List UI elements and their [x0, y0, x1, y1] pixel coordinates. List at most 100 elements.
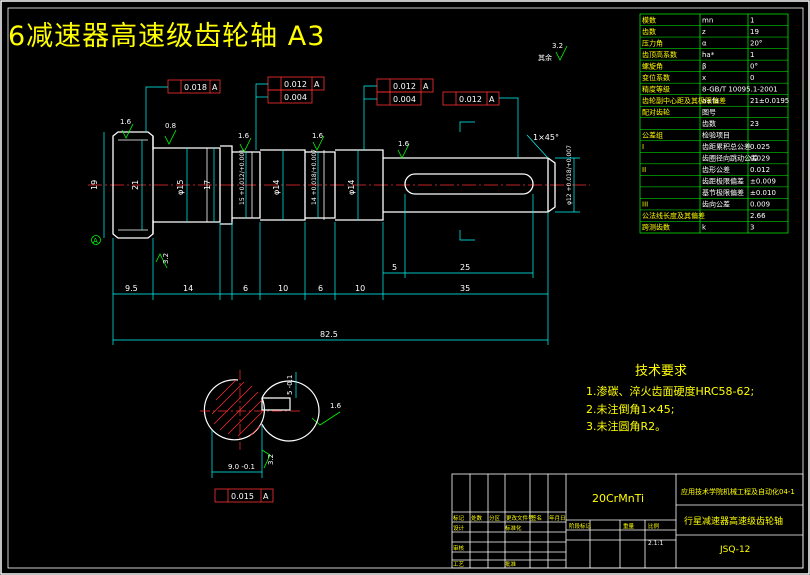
roughness-corner: 3.2	[552, 42, 563, 50]
gear-root-lines	[118, 139, 325, 231]
dim-phi14-b: φ14	[347, 180, 356, 195]
datum-a-label: A	[93, 237, 98, 245]
param-cell: 0.009	[750, 201, 770, 209]
dim-14-tol: 14 +0.018/+0.007	[311, 149, 318, 205]
tol-7-datum: A	[263, 492, 269, 501]
param-cell: 配对齿轮	[642, 107, 670, 116]
param-cell: α	[702, 39, 707, 47]
param-cell: 0.029	[750, 155, 770, 163]
param-cell: 0.012	[750, 166, 770, 174]
tol-3-value: 0.004	[284, 93, 307, 102]
dim-15-tol: 15 +0.012/+0.001	[239, 149, 246, 205]
tb-header-5: 年月日	[549, 514, 566, 522]
param-cell: 齿距极限偏差	[702, 177, 744, 186]
param-cell: 1	[750, 51, 754, 59]
param-cell: 齿数	[642, 27, 656, 36]
dim-h-10b: 10	[355, 284, 365, 293]
param-cell: 模数	[642, 15, 656, 24]
dim-h-6a: 6	[243, 284, 248, 293]
tb-row-0: 设计	[453, 524, 465, 532]
roughness-4: 1.6	[312, 132, 324, 140]
param-cell: β	[702, 62, 706, 70]
dim-h-6b: 6	[318, 284, 323, 293]
tol-7-value: 0.015	[231, 492, 254, 501]
tb-stage-0: 阶段标记	[569, 522, 592, 530]
param-cell: 齿圈径向跳动公差	[702, 154, 758, 163]
tol-1-datum: A	[212, 83, 218, 92]
title-block	[451, 473, 804, 569]
section-circle	[261, 380, 320, 442]
param-cell: mn	[702, 16, 713, 24]
tb-drawing-no: JSQ-12	[719, 545, 750, 555]
param-table	[639, 13, 789, 234]
tb-stage-2: 比例	[648, 522, 660, 530]
param-cell: 3	[750, 224, 754, 232]
tb-row-4: 批准	[505, 560, 517, 568]
dim-19: 19	[90, 180, 99, 190]
tol-2-value: 0.012	[284, 80, 307, 89]
param-cell: 基节极限偏差	[702, 188, 744, 197]
tol-4-datum: A	[423, 82, 429, 91]
tb-school: 应用技术学院机械工程及自动化04-1	[681, 487, 795, 496]
param-cell: 1	[750, 16, 754, 24]
param-cell: 公法线长度及其偏差	[642, 211, 705, 220]
roughness-8: 1.6	[330, 402, 342, 410]
keyway	[404, 173, 534, 195]
param-cell: 齿形公差	[702, 165, 730, 174]
tb-header-0: 标记	[453, 514, 465, 522]
dim-overall: 82.5	[320, 330, 338, 339]
dim-h-9-5: 9.5	[125, 284, 138, 293]
tb-stage-1: 重量	[623, 522, 635, 530]
param-cell: ha*	[702, 51, 715, 59]
param-cell: 2.66	[750, 212, 766, 220]
param-cell: 压力角	[642, 38, 663, 47]
roughness-6: 3.2	[162, 253, 170, 264]
dim-phi15: φ15	[176, 180, 185, 195]
dim-17: 17	[203, 180, 212, 190]
param-cell: III	[642, 201, 648, 209]
tb-row-2: 审核	[453, 544, 465, 552]
section-view: 5 -0.1 9.0 -0.1	[200, 370, 320, 478]
section-dim-5: 5 -0.1	[286, 375, 294, 395]
tol-2-datum: A	[314, 80, 320, 89]
param-cell: I	[642, 143, 644, 151]
param-cell: 齿轮副中心距及其极限偏差	[642, 96, 726, 105]
param-cell: 23	[750, 120, 759, 128]
tech-req-item-2: 2.未注倒角1×45;	[586, 402, 674, 416]
tb-header-3: 更改文件号	[506, 514, 534, 522]
param-cell: 0.025	[750, 143, 770, 151]
param-cell: 变位系数	[642, 73, 670, 82]
dim-key-5: 5	[392, 263, 397, 272]
dim-h-10a: 10	[278, 284, 288, 293]
tech-req-heading: 技术要求	[635, 364, 687, 379]
tb-material: 20CrMnTi	[592, 492, 644, 505]
tb-row-3: 工艺	[453, 561, 465, 568]
dim-h-35: 35	[460, 284, 470, 293]
param-cell: 螺旋角	[642, 61, 663, 70]
tb-header-1: 处数	[471, 514, 483, 522]
param-cell: 20°	[750, 39, 762, 47]
param-cell: k	[702, 224, 707, 232]
param-cell: 齿距累积总公差	[702, 142, 751, 151]
drawing-title: 6减速器高速级齿轮轴 A3	[8, 21, 326, 52]
roughness-1: 1.6	[120, 118, 132, 126]
tb-header-2: 分区	[489, 514, 501, 522]
tech-req-item-1: 1.渗碳、淬火齿面硬度HRC58-62;	[586, 384, 754, 398]
tolerance-frames	[167, 76, 500, 503]
tol-6-value: 0.012	[459, 95, 482, 104]
tol-4-value: 0.012	[393, 82, 416, 91]
datum-a-marker	[91, 235, 101, 245]
param-cell: 8-GB/T 10095.1-2001	[702, 85, 778, 93]
param-cell: 齿顶高系数	[642, 50, 677, 59]
tol-6-datum: A	[489, 95, 495, 104]
tb-header-4: 签名	[531, 514, 542, 522]
dim-key-25: 25	[460, 263, 470, 272]
param-cell: 齿数	[702, 119, 716, 128]
inner-border	[7, 7, 804, 569]
roughness-corner-suffix: 其余	[538, 53, 552, 62]
param-cell: 齿向公差	[702, 200, 730, 209]
tol-1-value: 0.018	[184, 83, 207, 92]
tech-req-item-3: 3.未注圆角R2。	[586, 419, 666, 433]
